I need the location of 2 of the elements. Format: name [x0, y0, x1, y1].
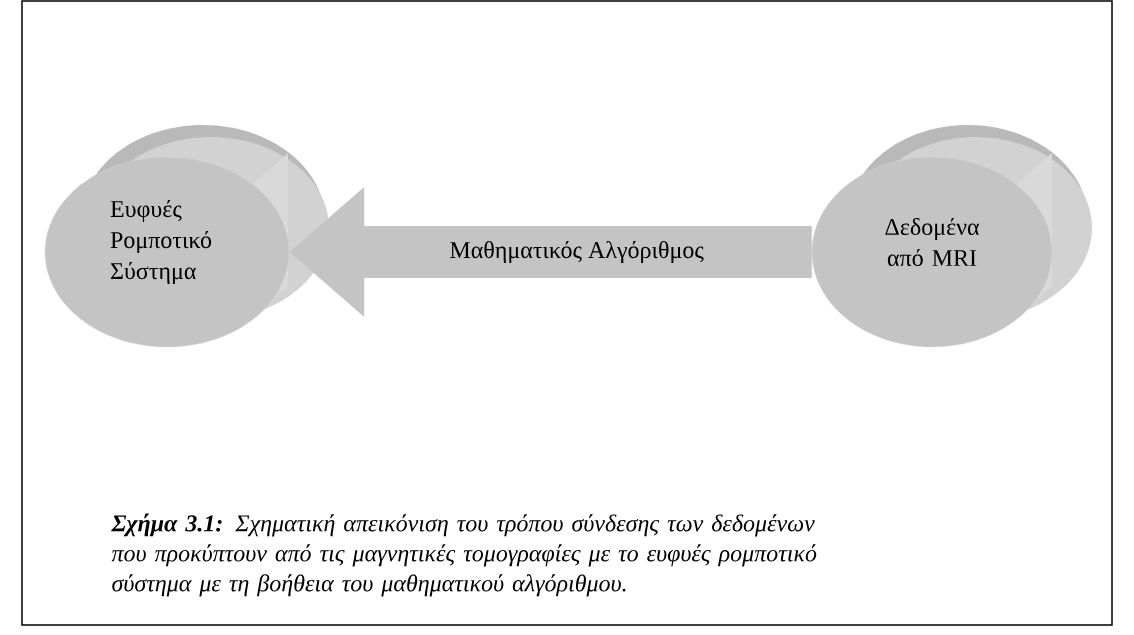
edge-label: Μαθηματικός Αλγόριθμος — [450, 241, 704, 264]
figure-caption: Σχήμα 3.1: Σχηματική απεικόνιση του τρόπου σύνδεσης των δεδομένων που προκύπτουν από τις μαγνητικές τομογραφίες με το ευφυές ρομποτικό σύστημα με τη βοήθεια του μαθηματικού αλγόριθμου. — [111, 513, 817, 597]
